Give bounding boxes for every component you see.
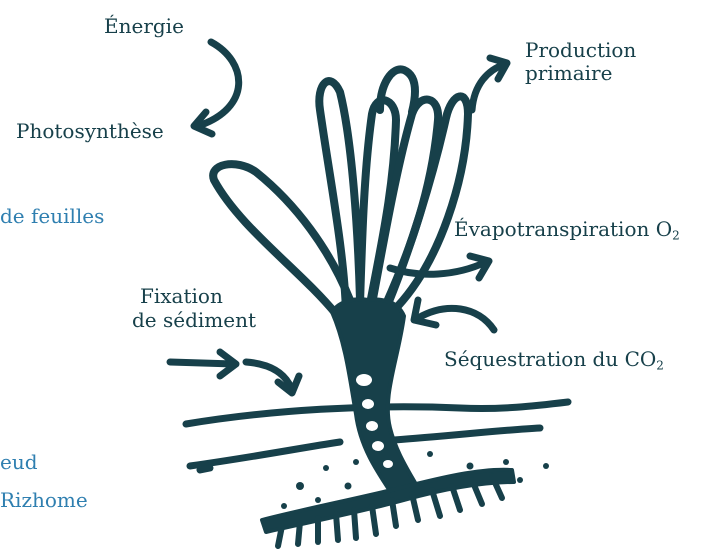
energy-arrow-icon bbox=[194, 42, 239, 134]
production-arrow-icon bbox=[472, 58, 507, 110]
label-sequestration: Séquestration du CO2 bbox=[444, 349, 664, 372]
label-evapotranspiration-text: Évapotranspiration O bbox=[454, 217, 672, 241]
label-fixation-line2: de sédiment bbox=[132, 310, 256, 331]
label-evapotranspiration: Évapotranspiration O2 bbox=[454, 219, 680, 242]
stem bbox=[332, 299, 418, 494]
sequestration-arrow-icon bbox=[414, 300, 494, 330]
label-photosynthese: Photosynthèse bbox=[16, 121, 164, 142]
label-production-line1: Production bbox=[525, 40, 636, 61]
label-evapotranspiration-sub: 2 bbox=[672, 229, 680, 243]
sediment-arrows-icon bbox=[170, 352, 299, 393]
label-energie: Énergie bbox=[104, 16, 184, 37]
label-fixation-line1: Fixation bbox=[140, 286, 223, 307]
label-noeud: eud bbox=[0, 452, 38, 473]
label-sequestration-sub: 2 bbox=[656, 359, 664, 373]
label-sequestration-text: Séquestration du CO bbox=[444, 347, 656, 371]
label-production-line2: primaire bbox=[525, 63, 612, 84]
label-feuilles: de feuilles bbox=[0, 206, 104, 227]
label-rhizome: Rizhome bbox=[0, 490, 88, 511]
